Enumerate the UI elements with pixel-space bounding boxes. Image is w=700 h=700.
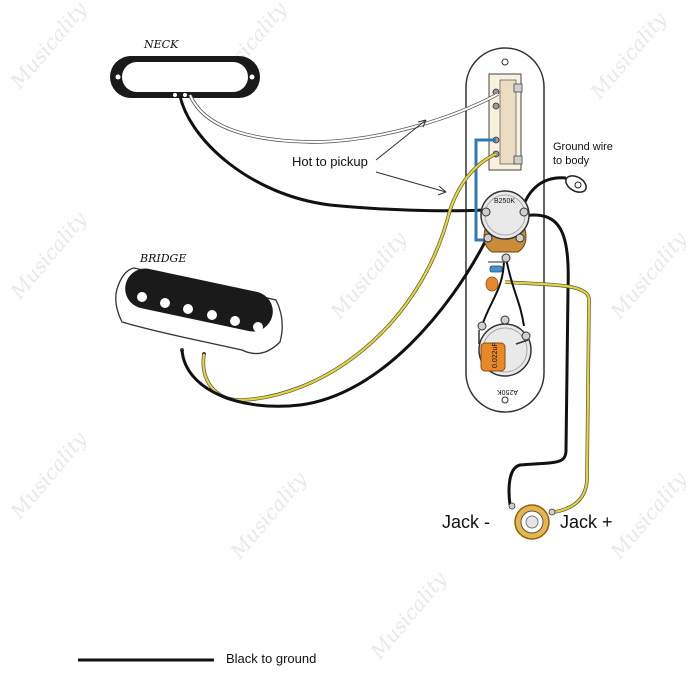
pole-piece (207, 310, 217, 320)
plate-screw (501, 396, 509, 404)
small-capacitor (485, 276, 499, 292)
pole-piece (137, 292, 147, 302)
resistor (489, 265, 503, 273)
watermark: Musicality (585, 7, 672, 104)
plate-screw (501, 58, 509, 66)
watermark: Musicality (605, 227, 692, 324)
output-jack (508, 502, 556, 540)
ground-wire-label-line2: to body (553, 155, 590, 167)
switch-lug (492, 102, 500, 110)
tone-wire (481, 257, 505, 327)
jack-minus-label: Jack - (442, 512, 490, 532)
watermark: Musicality (225, 467, 312, 564)
wires (178, 92, 591, 514)
tone-capacitor (478, 330, 529, 372)
tone-pot-label: A250K (497, 388, 518, 395)
bridge-pickup (115, 267, 283, 356)
pole-piece (253, 322, 263, 332)
jack-ground-wire (507, 213, 570, 506)
hot-to-pickup-label: Hot to pickup (292, 154, 368, 169)
bridge-label: BRIDGE (139, 252, 186, 265)
watermark: Musicality (5, 207, 92, 304)
watermark: Musicality (5, 427, 92, 524)
bridge-hot-wire-outline (201, 152, 497, 402)
legend: Black to ground (78, 651, 316, 666)
switch-lug (513, 155, 523, 165)
neck-white-wire (188, 92, 499, 144)
bridge-black-wire (180, 239, 488, 408)
neck-white-wire (189, 93, 499, 144)
blue-wire (474, 138, 496, 242)
volume-pot (480, 190, 530, 263)
neck-black-wire (178, 95, 485, 213)
watermark: Musicality (365, 567, 452, 664)
pot-lug (481, 207, 491, 217)
pole-piece (230, 316, 240, 326)
jack-lug (548, 508, 556, 516)
three-way-switch (488, 73, 523, 171)
capacitor-label: 0.022uF (492, 342, 499, 368)
watermark: Musicality (5, 0, 92, 94)
pot-lug (515, 233, 525, 243)
pot-lug (477, 321, 487, 331)
hot-to-pickup-arrows (375, 119, 447, 196)
tone-wire (505, 257, 525, 327)
pot-lug (500, 315, 510, 325)
ground-wire-label-line1: Ground wire (553, 141, 613, 153)
neck-label: NECK (143, 38, 179, 51)
jack-plus-label: Jack + (560, 512, 613, 532)
jack-hot-wire (504, 280, 591, 514)
watermark: Musicality (325, 227, 412, 324)
watermark: Musicality (605, 467, 692, 564)
legend-black-label: Black to ground (226, 651, 316, 666)
jack-lug (508, 502, 516, 510)
volume-pot-label: B250K (494, 198, 515, 205)
bridge-hot-wire (202, 152, 497, 402)
treble-bleed (485, 261, 506, 292)
pot-lug (501, 253, 511, 263)
pot-lug (483, 233, 493, 243)
body-ground-lug (565, 175, 587, 193)
pole-piece (183, 304, 193, 314)
pot-lug (519, 207, 529, 217)
switch-lug (513, 83, 523, 93)
pole-piece (160, 298, 170, 308)
neck-pickup (110, 56, 260, 98)
pot-lug (521, 331, 531, 341)
